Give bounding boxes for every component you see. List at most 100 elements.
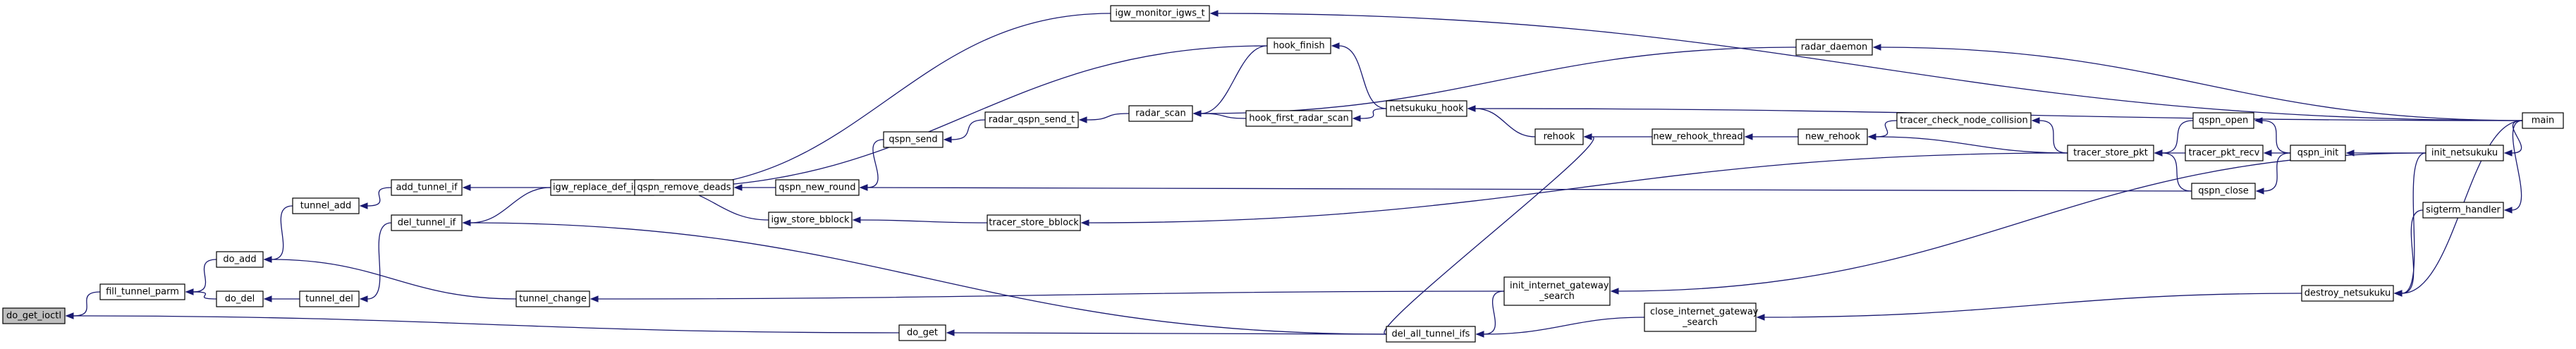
node-box xyxy=(1797,128,1868,145)
node-tunnel-del[interactable]: tunnel_del xyxy=(299,290,360,307)
edge-line xyxy=(73,315,900,333)
arrowhead-icon xyxy=(2393,290,2403,297)
node-main[interactable]: main xyxy=(2522,112,2564,129)
node-igw-replace-def-igws[interactable]: igw_replace_def_igws xyxy=(550,179,654,196)
node-label: igw_replace_def_igws xyxy=(553,183,652,193)
node-destroy-netsukuku[interactable]: destroy_netsukuku xyxy=(2301,285,2394,302)
arrowhead-icon xyxy=(1467,105,1476,112)
node-new-rehook-thread[interactable]: new_rehook_thread xyxy=(1652,128,1745,145)
edge-tunnel_del-to-do_del xyxy=(263,295,300,302)
node-new-rehook[interactable]: new_rehook xyxy=(1797,128,1868,145)
edge-line xyxy=(1200,113,1247,119)
edge-radar_daemon-to-radar_scan xyxy=(1192,47,1797,117)
node-qspn-open[interactable]: qspn_open xyxy=(2192,112,2254,129)
node-close-internet-gateway-search[interactable]: close_internet_gateway_search xyxy=(1644,302,1759,332)
node-tracer-pkt-recv[interactable]: tracer_pkt_recv xyxy=(2185,145,2264,161)
node-qspn-remove-deads[interactable]: qspn_remove_deads xyxy=(634,179,734,196)
arrowhead-icon xyxy=(946,329,955,336)
edge-line xyxy=(367,187,392,207)
node-do-add[interactable]: do_add xyxy=(216,251,264,268)
arrowhead-icon xyxy=(263,256,272,263)
arrowhead-icon xyxy=(65,312,74,319)
node-tracer-check-node-collision[interactable]: tracer_check_node_collision xyxy=(1896,112,2032,129)
edge-line xyxy=(1217,13,2523,121)
node-do-get[interactable]: do_get xyxy=(898,324,946,341)
edge-line xyxy=(271,259,517,300)
edge-init_netsukuku-to-init_internet_gateway_search xyxy=(1610,152,2427,295)
node-rehook[interactable]: rehook xyxy=(1534,128,1584,145)
edge-tunnel_add-to-do_add xyxy=(263,205,293,263)
node-box xyxy=(2191,183,2256,200)
node-box xyxy=(768,212,853,228)
node-radar-daemon[interactable]: radar_daemon xyxy=(1795,39,1873,56)
arrowhead-icon xyxy=(2263,149,2272,157)
node-box xyxy=(987,214,1081,231)
edge-tracer_store_bblock-to-igw_store_bblock xyxy=(852,216,988,224)
node-igw-monitor-igws-t[interactable]: igw_monitor_igws_t xyxy=(1110,5,1210,22)
node-del-tunnel-if[interactable]: del_tunnel_if xyxy=(391,214,463,231)
edge-line xyxy=(951,119,986,140)
node-qspn-close[interactable]: qspn_close xyxy=(2191,183,2256,200)
node-tunnel-change[interactable]: tunnel_change xyxy=(515,290,590,307)
node-radar-qspn-send-t[interactable]: radar_qspn_send_t xyxy=(984,111,1079,128)
node-tracer-store-bblock[interactable]: tracer_store_bblock xyxy=(987,214,1081,231)
node-label: tunnel_del xyxy=(305,294,353,305)
node-fill-tunnel-parm[interactable]: fill_tunnel_parm xyxy=(99,283,185,300)
node-label: do_get xyxy=(907,328,938,338)
node-box xyxy=(391,179,463,196)
edge-main-to-igw_monitor_igws_t xyxy=(1209,10,2523,121)
edge-line xyxy=(193,259,217,293)
node-label: radar_qspn_send_t xyxy=(989,115,1075,125)
node-label: fill_tunnel_parm xyxy=(106,287,179,298)
arrowhead-icon xyxy=(1872,44,1881,51)
edge-qspn_send-to-qspn_new_round xyxy=(859,139,884,191)
node-label: init_netsukuku xyxy=(2431,148,2498,159)
edge-hook_first_radar_scan-to-radar_scan xyxy=(1192,110,1247,119)
node-radar-scan[interactable]: radar_scan xyxy=(1128,105,1193,122)
node-label: destroy_netsukuku xyxy=(2305,288,2391,299)
edge-line xyxy=(1875,120,1898,137)
node-netsukuku-hook[interactable]: netsukuku_hook xyxy=(1386,100,1467,117)
arrowhead-icon xyxy=(1078,116,1087,123)
node-qspn-send[interactable]: qspn_send xyxy=(883,131,944,148)
node-label: igw_store_bblock xyxy=(771,215,850,226)
arrowhead-icon xyxy=(2503,207,2513,214)
edge-igw_replace_def_igws-to-add_tunnel_if xyxy=(462,184,551,191)
node-init-internet-gateway-search[interactable]: init_internet_gateway_search xyxy=(1503,276,1611,306)
node-box xyxy=(883,131,944,148)
edge-line xyxy=(470,187,551,224)
edge-init_internet_gateway_search-to-tunnel_change xyxy=(590,290,1505,302)
node-hook-first-radar-scan[interactable]: hook_first_radar_scan xyxy=(1245,110,1353,127)
node-label: hook_finish xyxy=(1273,41,1324,51)
node-tunnel-add[interactable]: tunnel_add xyxy=(292,197,360,214)
node-qspn-new-round[interactable]: qspn_new_round xyxy=(775,179,860,196)
node-box xyxy=(292,197,360,214)
edge-main-to-radar_daemon xyxy=(1872,44,2523,121)
node-label: igw_monitor_igws_t xyxy=(1115,8,1204,19)
node-init-netsukuku[interactable]: init_netsukuku xyxy=(2425,145,2504,161)
edge-line xyxy=(2161,152,2192,192)
arrowhead-icon xyxy=(2345,149,2355,157)
node-label: add_tunnel_if xyxy=(396,183,458,193)
arrowhead-icon xyxy=(185,288,194,295)
node-do-get-ioctl[interactable]: do_get_ioctl xyxy=(2,307,66,324)
node-add-tunnel-if[interactable]: add_tunnel_if xyxy=(391,179,463,196)
node-tracer-store-pkt[interactable]: tracer_store_pkt xyxy=(2067,145,2154,161)
node-qspn-init[interactable]: qspn_init xyxy=(2290,145,2346,161)
node-igw-store-bblock[interactable]: igw_store_bblock xyxy=(768,212,853,228)
edge-line xyxy=(1338,45,1387,109)
edge-line xyxy=(1875,136,2068,154)
node-del-all-tunnel-ifs[interactable]: del_all_tunnel_ifs xyxy=(1386,326,1476,343)
node-hook-finish[interactable]: hook_finish xyxy=(1266,37,1331,54)
edge-qspn_init-to-qspn_close xyxy=(2255,152,2291,195)
node-do-del[interactable]: do_del xyxy=(216,290,264,307)
node-label: tracer_store_pkt xyxy=(2073,148,2148,159)
node-label: qspn_new_round xyxy=(779,183,855,193)
edge-line xyxy=(2039,120,2068,154)
node-label: radar_scan xyxy=(1135,109,1186,119)
arrowhead-icon xyxy=(263,295,272,302)
node-label: tracer_check_node_collision xyxy=(1900,116,2027,126)
node-box xyxy=(1534,128,1584,145)
node-sigterm-handler[interactable]: sigterm_handler xyxy=(2422,202,2504,219)
edge-line xyxy=(2511,120,2523,211)
